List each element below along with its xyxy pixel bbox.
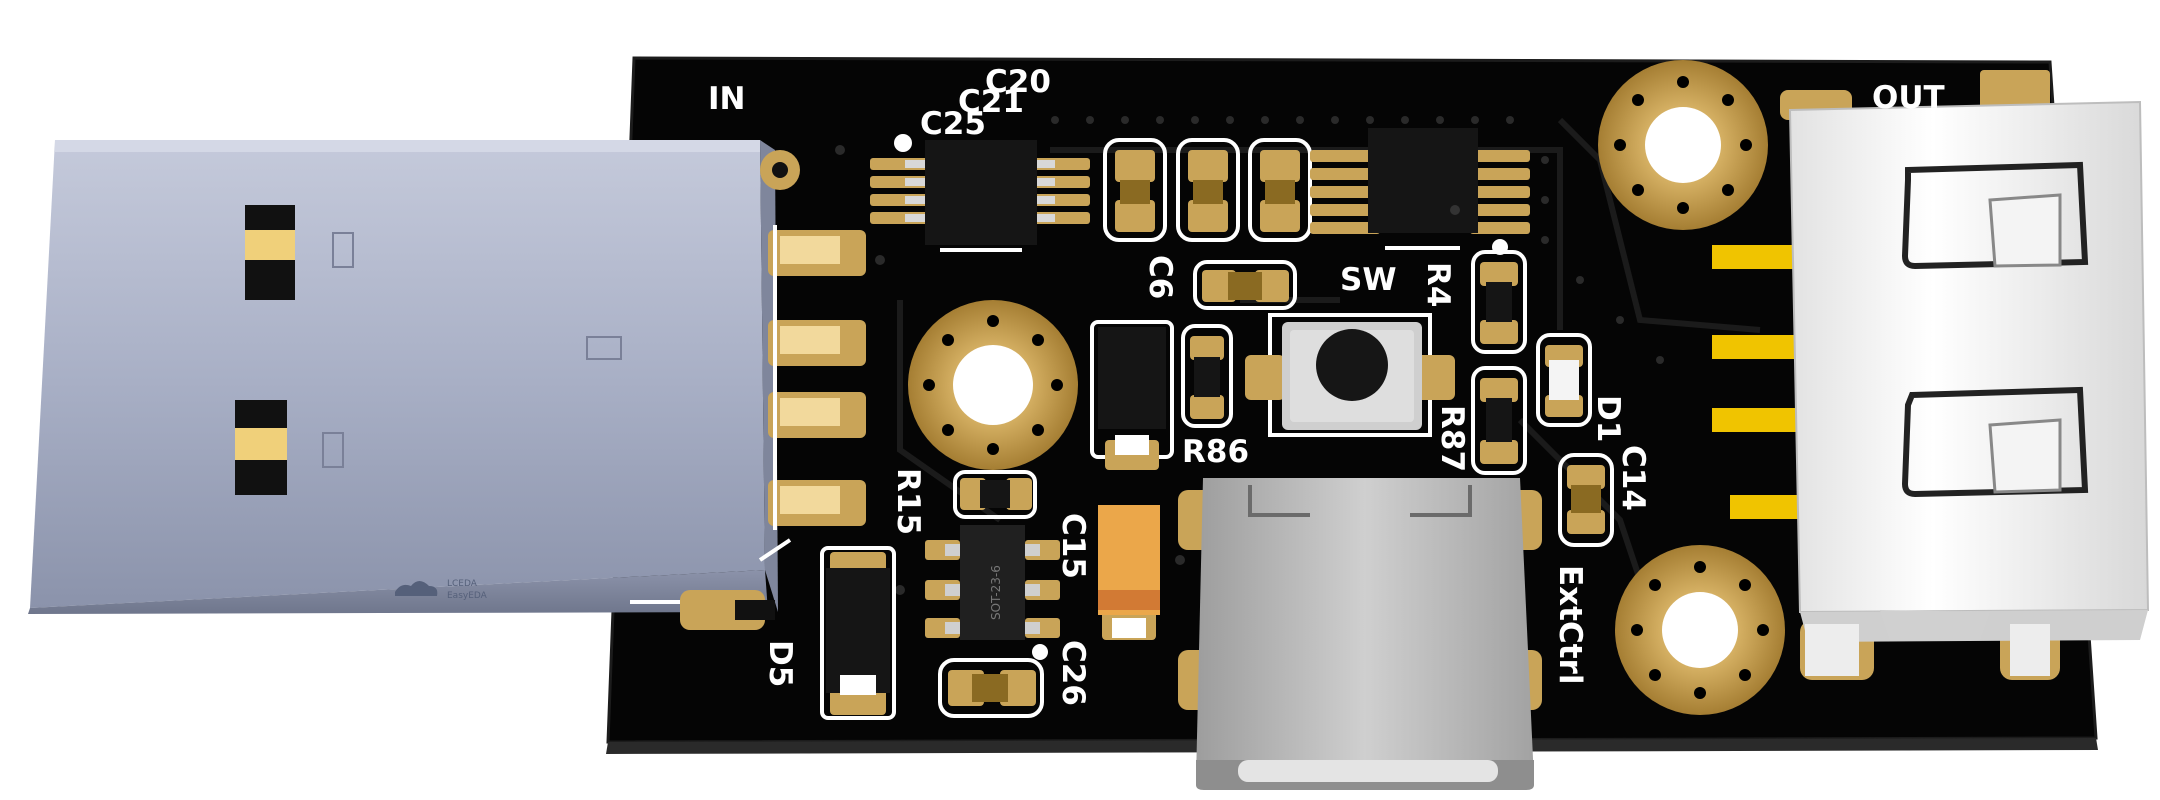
label-c15: C15 [1055,513,1091,579]
label-c14: C14 [1615,445,1651,511]
label-c6: C6 [1142,255,1178,299]
ic-top-left [870,134,1090,252]
capacitor-group-top [1103,138,1312,242]
usb-a-plug-icon: LCEDA EasyEDA [28,140,778,614]
label-c25: C25 [920,106,986,142]
label-extctrl: ExtCtrl [1552,565,1588,684]
mounting-hole-bottom-right [1615,545,1785,715]
easyeda-logo-icon: LCEDA EasyEDA [395,579,488,601]
capacitor-c26 [938,658,1044,718]
capacitor-c15 [1098,505,1160,640]
label-r87: R87 [1434,405,1470,472]
label-in: IN [708,81,745,117]
label-r4: R4 [1420,262,1456,307]
resistor-r87 [1471,366,1527,475]
label-d5: D5 [762,640,798,687]
silkscreen-labels: IN OUT C20 C21 C25 C6 SW R4 R86 R87 D1 C… [708,64,1945,706]
label-d1: D1 [1590,395,1626,442]
ic-sot23-6: SOT-23-6 [925,525,1060,660]
label-out: OUT [1872,80,1945,116]
diode-d5 [820,546,896,720]
diode-left-middle [1090,320,1174,470]
sot-marking: SOT-23-6 [989,565,1003,620]
label-sw: SW [1340,262,1397,298]
usb-a-receptacle-icon [1712,70,2150,680]
mounting-hole-left [908,300,1078,470]
resistor-r4 [1471,239,1527,354]
ic-top-right [1310,128,1530,250]
label-c21: C21 [958,84,1024,120]
resistor-r15 [953,470,1037,519]
usb-a-pads [630,150,866,630]
label-r15: R15 [890,468,926,535]
resistor-r86 [1181,324,1233,428]
capacitor-c14 [1558,453,1614,547]
logo-line-1: LCEDA [447,579,478,589]
logo-line-2: EasyEDA [447,591,488,601]
label-c20: C20 [985,64,1051,100]
capacitor-c6 [1193,260,1297,310]
led-d1 [1536,333,1592,427]
label-c26: C26 [1055,640,1091,706]
label-r86: R86 [1182,434,1249,470]
tactile-switch-icon [1245,313,1455,437]
usb-c-port-icon [1178,478,1542,790]
mounting-hole-top-right [1598,60,1768,230]
